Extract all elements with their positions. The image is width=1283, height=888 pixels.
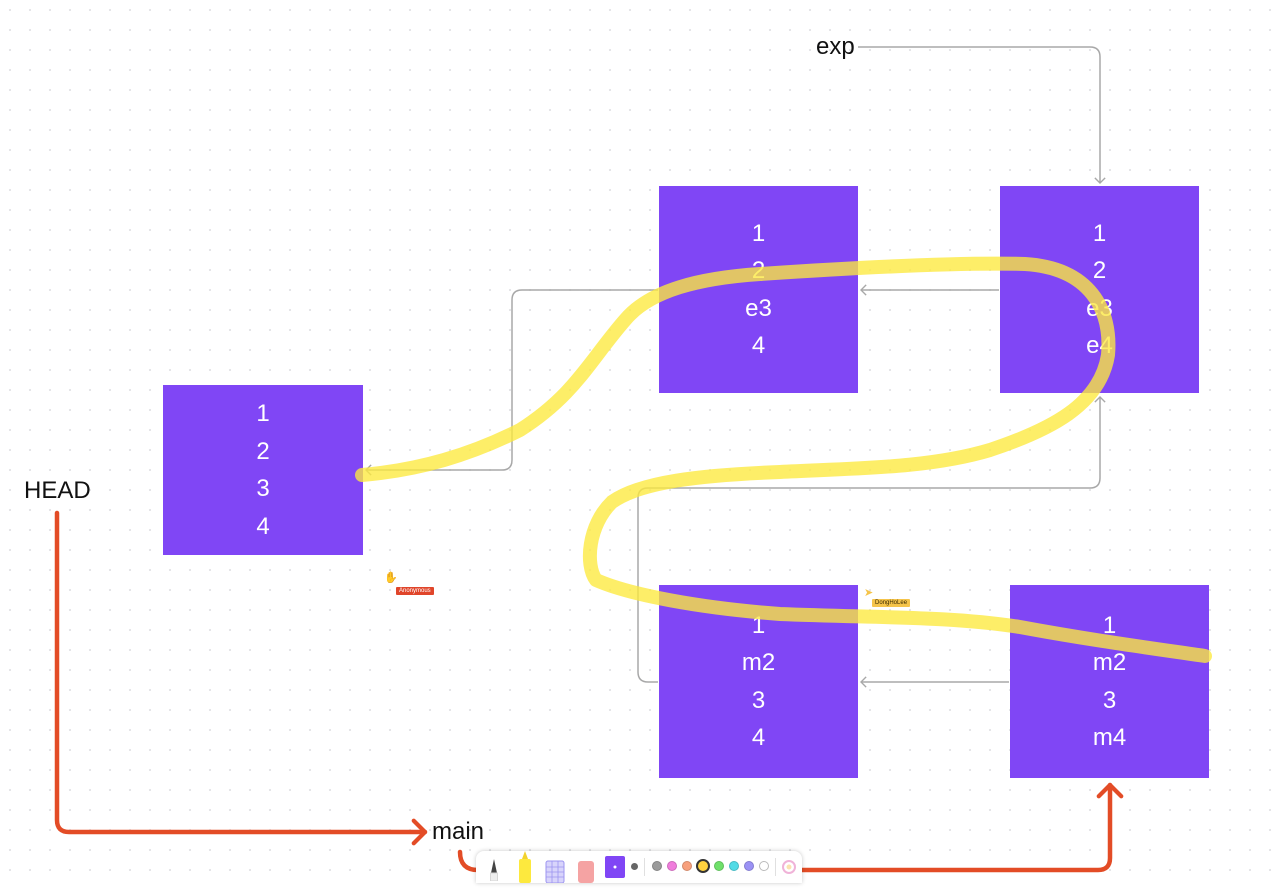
node-line: m4 xyxy=(1092,724,1127,751)
color-swatch-purple[interactable] xyxy=(744,861,754,871)
grid-fill-icon xyxy=(545,860,565,884)
node-line: e3 xyxy=(745,294,772,322)
node-line: 4 xyxy=(751,332,766,359)
shape-fill-tool-button[interactable] xyxy=(544,857,566,888)
hand-pointer-icon: ✋ xyxy=(384,572,398,584)
node-line: 2 xyxy=(256,437,270,465)
node-line: 4 xyxy=(256,512,270,540)
node-line: 4 xyxy=(751,724,766,751)
collaborator-cursor-label: DongHoLee xyxy=(872,599,911,607)
color-wheel-icon xyxy=(782,860,796,874)
connector-exp-to-exp2 xyxy=(858,46,1106,184)
stroke-size-button[interactable] xyxy=(631,863,638,870)
eraser-icon xyxy=(578,861,594,883)
main-pointer-arrow xyxy=(457,782,1124,873)
commit-node-exp2[interactable]: 1 2 e3 e4 xyxy=(1000,186,1199,393)
color-swatch-yellow-selected[interactable] xyxy=(696,859,710,873)
color-swatch-gray[interactable] xyxy=(652,861,662,871)
color-picker-button[interactable] xyxy=(782,860,796,879)
pen-tool-button[interactable] xyxy=(486,857,502,886)
node-line: 1 xyxy=(256,400,270,427)
node-line: 2 xyxy=(751,257,766,284)
node-line: 1 xyxy=(1092,219,1107,247)
toolbar-divider xyxy=(644,858,645,876)
highlighter-icon xyxy=(519,851,531,883)
highlighter-tool-button[interactable] xyxy=(514,849,536,888)
pen-icon xyxy=(490,859,498,882)
node-line: 1 xyxy=(751,611,766,639)
node-line: 2 xyxy=(1092,257,1107,284)
node-line: m2 xyxy=(1092,649,1127,676)
color-swatch-green[interactable] xyxy=(714,861,724,871)
main-branch-label[interactable]: main xyxy=(432,818,485,845)
color-swatch-pink[interactable] xyxy=(667,861,677,871)
head-pointer-arrow xyxy=(54,510,428,846)
node-line: 1 xyxy=(1102,611,1117,639)
toolbar-divider xyxy=(775,858,776,876)
collaborator-cursor-label: Anonymous xyxy=(396,587,434,595)
node-line: 3 xyxy=(1102,686,1117,714)
eraser-tool-button[interactable] xyxy=(576,859,596,888)
node-line: 1 xyxy=(751,219,766,247)
color-swatch-orange[interactable] xyxy=(682,861,692,871)
node-line: m2 xyxy=(741,649,776,676)
exp-branch-label[interactable]: exp xyxy=(816,33,855,60)
node-line: e3 xyxy=(1086,294,1113,322)
active-color-button[interactable] xyxy=(605,856,625,878)
connector-exp1-to-base xyxy=(365,289,658,476)
node-line: 3 xyxy=(751,686,766,714)
commit-node-exp1[interactable]: 1 2 e3 4 xyxy=(659,186,858,393)
head-label[interactable]: HEAD xyxy=(24,477,91,504)
node-line: 3 xyxy=(256,475,270,502)
drawing-toolbar xyxy=(476,851,802,886)
dot-icon xyxy=(613,865,617,869)
commit-node-base[interactable]: 1 2 3 4 xyxy=(163,385,363,555)
node-line: e4 xyxy=(1086,332,1113,359)
commit-node-main2[interactable]: 1 m2 3 m4 xyxy=(1010,585,1209,778)
arrow-pointer-icon: ➤ xyxy=(864,587,874,599)
color-swatch-white[interactable] xyxy=(759,861,769,871)
color-swatch-cyan[interactable] xyxy=(729,861,739,871)
commit-node-main1[interactable]: 1 m2 3 4 xyxy=(659,585,858,778)
